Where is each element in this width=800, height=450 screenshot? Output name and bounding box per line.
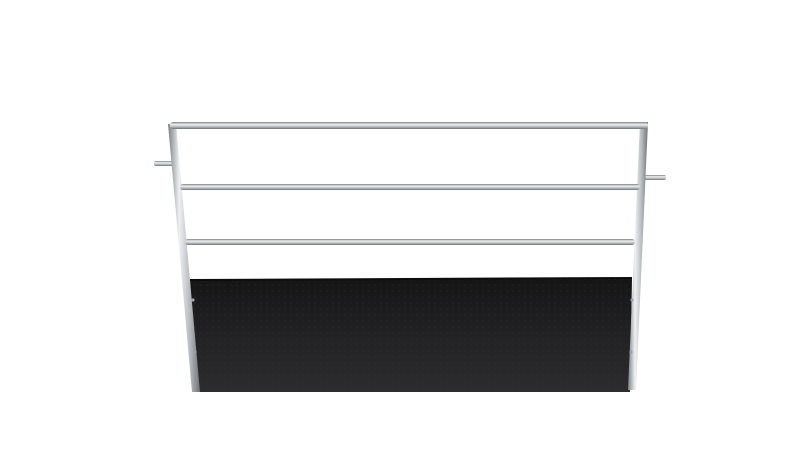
left-hinge-pin xyxy=(154,161,176,166)
rubber-panel xyxy=(189,277,633,392)
right-latch-pin xyxy=(644,175,666,180)
lower-rail xyxy=(185,239,635,245)
right-upright-post xyxy=(628,122,648,390)
left-upright-post xyxy=(168,124,200,392)
panel-bolts xyxy=(191,298,634,354)
top-rail xyxy=(170,122,648,129)
middle-rail xyxy=(180,184,640,190)
